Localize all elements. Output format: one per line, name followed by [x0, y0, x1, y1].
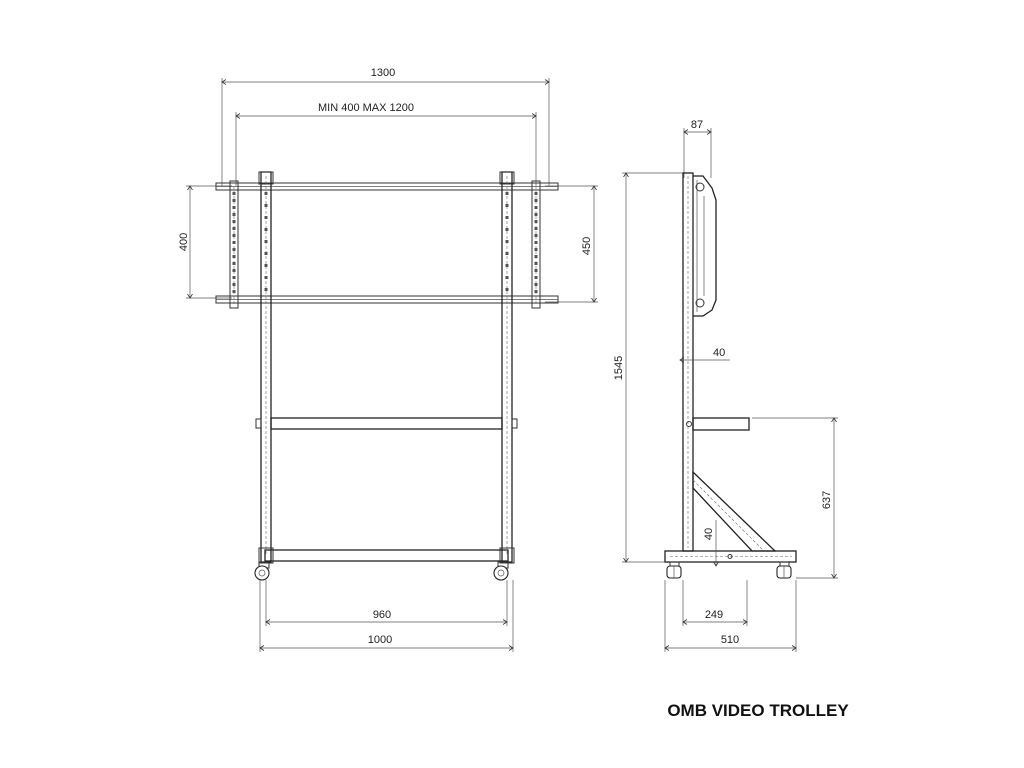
bracket-left-hole: [232, 199, 236, 202]
dimension-base-width: 1000: [260, 580, 513, 652]
upright-left-hole: [264, 192, 268, 195]
bracket-right-hole: [534, 234, 538, 237]
dimension-overall-width: 1300: [222, 67, 549, 186]
dimension-inner-width: 960: [266, 580, 507, 626]
bracket-right-hole: [534, 199, 538, 202]
dim-label-450: 450: [581, 237, 593, 255]
bracket-right-hole: [534, 192, 538, 195]
dimension-vesa-range: MIN 400 MAX 1200: [236, 102, 536, 186]
bracket-right-hole: [534, 276, 538, 279]
upright-right-hole: [505, 288, 509, 291]
bracket-left-hole: [232, 255, 236, 258]
drawing-title: OMB VIDEO TROLLEY: [667, 701, 849, 720]
dim-label-960: 960: [373, 609, 391, 621]
upright-right-hole: [505, 240, 509, 243]
bracket-right-hole: [534, 220, 538, 223]
base-crossbar: [258, 547, 515, 564]
bracket-left-hole: [232, 276, 236, 279]
bracket-left-hole: [232, 192, 236, 195]
bracket-left-hole: [232, 262, 236, 265]
bracket-right-hole: [534, 248, 538, 251]
upright-left-hole: [264, 264, 268, 267]
bracket-left-hole: [232, 220, 236, 223]
upright-right-hole: [505, 228, 509, 231]
dimension-column-offset: 249: [683, 580, 747, 626]
dimension-vesa-right-height: 450: [545, 186, 598, 302]
bracket-right-hole: [534, 290, 538, 293]
bracket-left-hole: [232, 227, 236, 230]
dimension-total-height: 1545: [613, 173, 690, 562]
upright-left-hole: [264, 288, 268, 291]
dim-label-249: 249: [705, 609, 723, 621]
dimension-base-depth: 510: [665, 580, 796, 652]
dim-label-1300: 1300: [371, 67, 395, 79]
dimension-shelf-height: 637: [752, 418, 838, 578]
dimension-top-depth: 87: [684, 119, 711, 178]
bracket-right-hole: [534, 283, 538, 286]
dim-label-400: 400: [178, 233, 190, 251]
middle-crossbar: [255, 417, 518, 430]
dim-label-vesa-range: MIN 400 MAX 1200: [318, 102, 414, 114]
bracket-left-hole: [232, 241, 236, 244]
upright-left-hole: [264, 252, 268, 255]
bracket-right-hole: [534, 262, 538, 265]
upright-left-hole: [264, 228, 268, 231]
bracket-left-hole: [232, 290, 236, 293]
dimension-base-profile: 40: [703, 520, 716, 566]
upright-right-hole: [505, 264, 509, 267]
dim-label-1000: 1000: [368, 634, 392, 646]
dim-label-1545: 1545: [613, 356, 625, 380]
side-caster-rear: [776, 561, 792, 579]
upright-left-hole: [264, 204, 268, 207]
upright-right-hole: [505, 252, 509, 255]
upright-right-hole: [505, 216, 509, 219]
side-shelf: [686, 417, 750, 431]
dim-label-637: 637: [821, 491, 833, 509]
side-base: [664, 550, 797, 563]
upright-right-hole: [505, 204, 509, 207]
dim-label-87: 87: [691, 119, 703, 131]
upright-right-hole: [505, 276, 509, 279]
caster-left: [254, 561, 270, 581]
bracket-right-hole: [534, 241, 538, 244]
upright-right-hole: [505, 192, 509, 195]
front-view: 1300 MIN 400 MAX 1200 400 450: [178, 67, 598, 652]
bracket-left-hole: [232, 269, 236, 272]
dimension-vesa-left-height: 400: [178, 186, 232, 298]
vesa-bracket-right-outer: [531, 180, 541, 309]
bracket-left-hole: [232, 283, 236, 286]
bracket-right-hole: [534, 227, 538, 230]
upright-left-hole: [264, 240, 268, 243]
side-mount-head: [693, 175, 717, 317]
bracket-left-hole: [232, 248, 236, 251]
bracket-right-hole: [534, 255, 538, 258]
dim-label-510: 510: [721, 634, 739, 646]
side-column: [682, 172, 694, 552]
mounting-rails: [215, 182, 559, 304]
bracket-right-hole: [534, 206, 538, 209]
bracket-right-hole: [534, 213, 538, 216]
bracket-left-hole: [232, 206, 236, 209]
side-view: 87 1545 40: [613, 119, 838, 652]
upright-left-hole: [264, 216, 268, 219]
dimension-column-width: 40: [680, 347, 730, 360]
bracket-left-hole: [232, 234, 236, 237]
upright-left-hole: [264, 276, 268, 279]
bracket-left-hole: [232, 213, 236, 216]
bracket-right-hole: [534, 269, 538, 272]
side-caster-front: [666, 561, 682, 579]
dim-label-40-lower: 40: [703, 528, 715, 540]
dim-label-40-upper: 40: [713, 347, 725, 359]
vesa-bracket-left-outer: [229, 180, 239, 309]
caster-right: [493, 561, 509, 581]
